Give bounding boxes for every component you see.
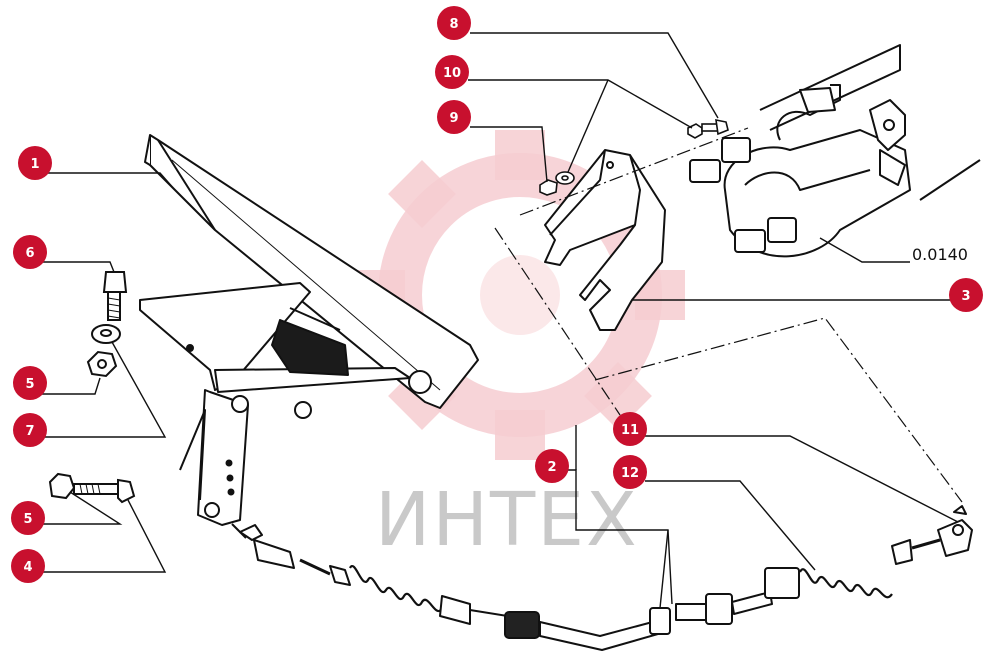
callout-4: 4 xyxy=(11,549,45,583)
callout-9: 9 xyxy=(437,100,471,134)
watermark-text: ИНТЕХ xyxy=(375,477,639,563)
callout-6: 6 xyxy=(13,235,47,269)
svg-text:9: 9 xyxy=(449,111,458,126)
callout-5-bolt-nut: 5 xyxy=(11,501,45,535)
master-cylinder-0140 xyxy=(689,44,981,258)
clutch-cable-2 xyxy=(231,505,973,651)
callout-8: 8 xyxy=(437,6,471,40)
callout-11: 11 xyxy=(613,412,647,446)
callout-3: 3 xyxy=(949,278,983,312)
svg-text:5: 5 xyxy=(23,512,32,527)
pedal-assembly xyxy=(139,134,479,526)
nut-5a xyxy=(86,350,118,378)
callout-12: 12 xyxy=(613,455,647,489)
bolt-6 xyxy=(102,271,128,321)
callout-10: 10 xyxy=(435,55,469,89)
svg-text:6: 6 xyxy=(25,246,34,261)
svg-text:4: 4 xyxy=(23,560,32,575)
svg-text:7: 7 xyxy=(25,424,34,439)
svg-text:3: 3 xyxy=(961,289,970,304)
svg-text:1: 1 xyxy=(30,157,39,172)
leader-lines xyxy=(42,32,959,609)
svg-text:12: 12 xyxy=(621,466,639,481)
callout-5-nut: 5 xyxy=(13,366,47,400)
bracket-3 xyxy=(544,149,666,331)
callout-2: 2 xyxy=(535,449,569,483)
svg-text:5: 5 xyxy=(25,377,34,392)
part-code-label: 0.0140 xyxy=(912,245,968,264)
callout-1: 1 xyxy=(18,146,52,180)
callout-7: 7 xyxy=(13,413,47,447)
dash-dot-lines xyxy=(494,127,963,503)
bolt-4 xyxy=(48,472,136,504)
svg-text:8: 8 xyxy=(449,17,458,32)
svg-text:2: 2 xyxy=(547,460,556,475)
washer-7 xyxy=(91,324,121,344)
svg-text:11: 11 xyxy=(621,423,639,438)
svg-text:10: 10 xyxy=(443,66,461,81)
